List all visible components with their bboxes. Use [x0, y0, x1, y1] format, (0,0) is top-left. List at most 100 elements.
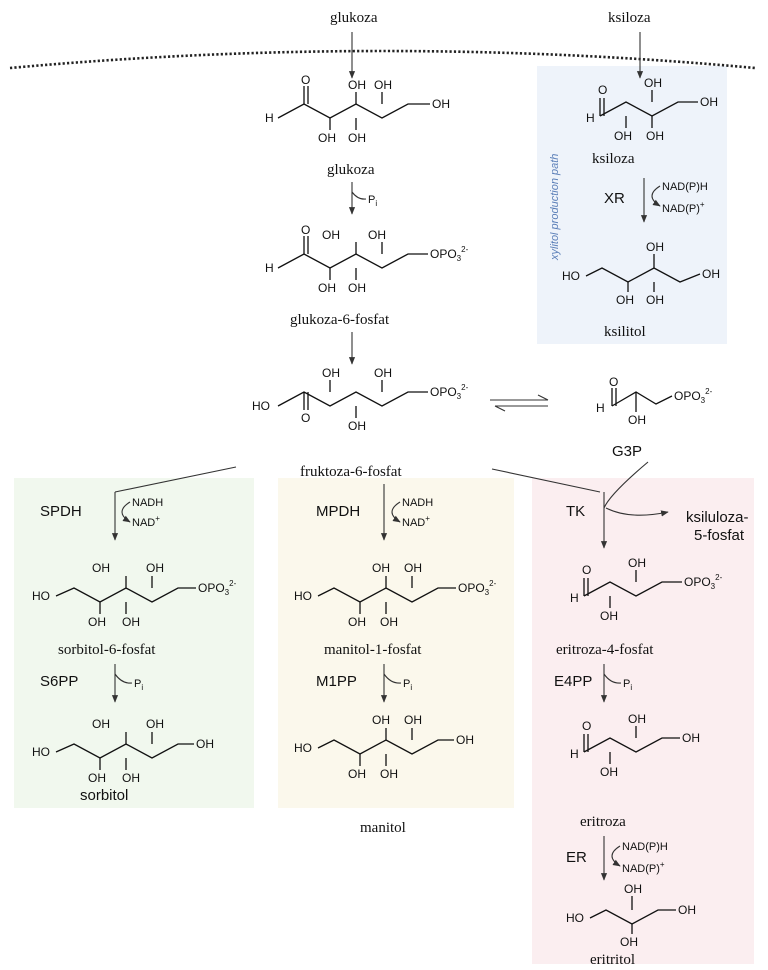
s6pp-pi-label: Pi [134, 678, 143, 692]
svg-text:O: O [582, 719, 591, 733]
svg-text:OH: OH [348, 78, 366, 92]
svg-text:H: H [596, 401, 605, 415]
mannitol-structure: HO OH OH OH OH OH [294, 713, 474, 781]
sorbitol-6-phosphate-structure: HO OH OH OH OH OPO32- [32, 561, 237, 629]
svg-text:OH: OH [374, 78, 392, 92]
e4pp-pi-label: Pi [623, 678, 632, 692]
s6pp-pi-curve [114, 673, 133, 684]
svg-text:OH: OH [92, 717, 110, 731]
er-nadp-label: NAD(P)+ [622, 860, 665, 875]
m1p-label: manitol-1-fosfat [324, 642, 422, 658]
xylose-label: ksiloza [592, 151, 635, 167]
svg-text:O: O [582, 563, 591, 577]
svg-text:O: O [301, 223, 310, 237]
aldolase-reverse-head [494, 405, 506, 412]
e4pp-pi-curve [603, 673, 622, 684]
svg-text:OPO32-: OPO32- [198, 579, 237, 597]
xylitol-label: ksilitol [604, 324, 646, 340]
m1pp-pi-curve [383, 673, 402, 684]
svg-text:HO: HO [562, 269, 580, 283]
sorbitol-label: sorbitol [80, 787, 128, 804]
spdh-nad-label: NAD+ [132, 514, 160, 529]
svg-text:H: H [570, 591, 579, 605]
mannitol-label: manitol [360, 820, 406, 836]
xylose-input-label: ksiloza [608, 10, 651, 26]
svg-text:OH: OH [348, 767, 366, 781]
s6pp-enzyme: S6PP [40, 673, 78, 690]
svg-text:HO: HO [566, 911, 584, 925]
svg-text:OH: OH [646, 293, 664, 307]
xr-enzyme: XR [604, 190, 625, 207]
svg-text:OH: OH [372, 561, 390, 575]
mannitol-1-phosphate-structure: HO OH OH OH OH OPO32- [294, 561, 497, 629]
g3p-label: G3P [612, 443, 642, 460]
svg-text:H: H [586, 111, 595, 125]
erythritol-structure: HO OH OH OH [566, 882, 696, 949]
svg-text:OH: OH [404, 561, 422, 575]
svg-text:OH: OH [682, 731, 700, 745]
svg-text:OH: OH [348, 419, 366, 433]
mpdh-enzyme: MPDH [316, 503, 360, 520]
svg-text:OH: OH [122, 771, 140, 785]
svg-text:OH: OH [318, 281, 336, 295]
xylitol-structure: HO OH OH OH OH [562, 240, 720, 307]
svg-text:OH: OH [196, 737, 214, 751]
svg-text:O: O [598, 83, 607, 97]
svg-text:OPO32-: OPO32- [458, 579, 497, 597]
pi-label: Pi [368, 194, 377, 208]
erythritol-branch-line [491, 468, 601, 493]
xu5p-label-line2: 5-fosfat [694, 527, 745, 544]
svg-text:OH: OH [628, 712, 646, 726]
xylitol-path-label: xylitol production path [549, 154, 561, 261]
mannitol-box [278, 478, 514, 808]
svg-text:OH: OH [88, 615, 106, 629]
g6p-label: glukoza-6-fosfat [290, 312, 390, 328]
svg-text:OH: OH [92, 561, 110, 575]
sorbitol-structure: HO OH OH OH OH OH [32, 717, 214, 785]
svg-text:H: H [265, 261, 274, 275]
er-cofactor-curve [611, 845, 621, 867]
svg-text:OH: OH [374, 366, 392, 380]
sorbitol-box [14, 478, 254, 808]
mpdh-cofactor-curve [391, 501, 401, 523]
svg-text:OPO32-: OPO32- [430, 383, 469, 401]
svg-text:OH: OH [432, 97, 450, 111]
svg-text:O: O [301, 73, 310, 87]
g3p-structure: H O OH OPO32- [596, 375, 713, 427]
mpdh-nadh-label: NADH [402, 497, 433, 509]
svg-text:HO: HO [252, 399, 270, 413]
erythrose-structure: H O OH OH OH [570, 712, 700, 779]
tk-enzyme: TK [566, 503, 585, 520]
glucose-input-label: glukoza [330, 10, 378, 26]
tk-xu5p-curve [605, 507, 669, 517]
e4p-label: eritroza-4-fosfat [556, 642, 654, 658]
svg-text:OPO32-: OPO32- [430, 245, 469, 263]
er-enzyme: ER [566, 849, 587, 866]
svg-text:OH: OH [348, 615, 366, 629]
svg-text:OH: OH [700, 95, 718, 109]
svg-text:OH: OH [616, 293, 634, 307]
svg-text:HO: HO [32, 589, 50, 603]
g6p-structure: H O OH OH OH OH OPO32- [265, 223, 469, 295]
svg-text:OH: OH [678, 903, 696, 917]
svg-text:H: H [265, 111, 274, 125]
e4pp-enzyme: E4PP [554, 673, 592, 690]
svg-text:HO: HO [32, 745, 50, 759]
svg-text:O: O [301, 411, 310, 425]
g3p-to-tk-curve [603, 461, 649, 509]
svg-text:O: O [609, 375, 618, 389]
svg-text:OH: OH [644, 76, 662, 90]
spdh-nadh-label: NADH [132, 497, 163, 509]
svg-text:OH: OH [368, 228, 386, 242]
svg-text:OH: OH [404, 713, 422, 727]
erythritol-box [532, 478, 754, 964]
svg-text:OH: OH [646, 129, 664, 143]
svg-text:OPO32-: OPO32- [674, 387, 713, 405]
svg-text:OH: OH [146, 717, 164, 731]
svg-text:OH: OH [380, 767, 398, 781]
cell-membrane [9, 49, 756, 70]
xylitol-box [537, 66, 727, 344]
svg-text:OH: OH [88, 771, 106, 785]
m1pp-enzyme: M1PP [316, 673, 357, 690]
nadph-label: NAD(P)H [662, 181, 708, 193]
